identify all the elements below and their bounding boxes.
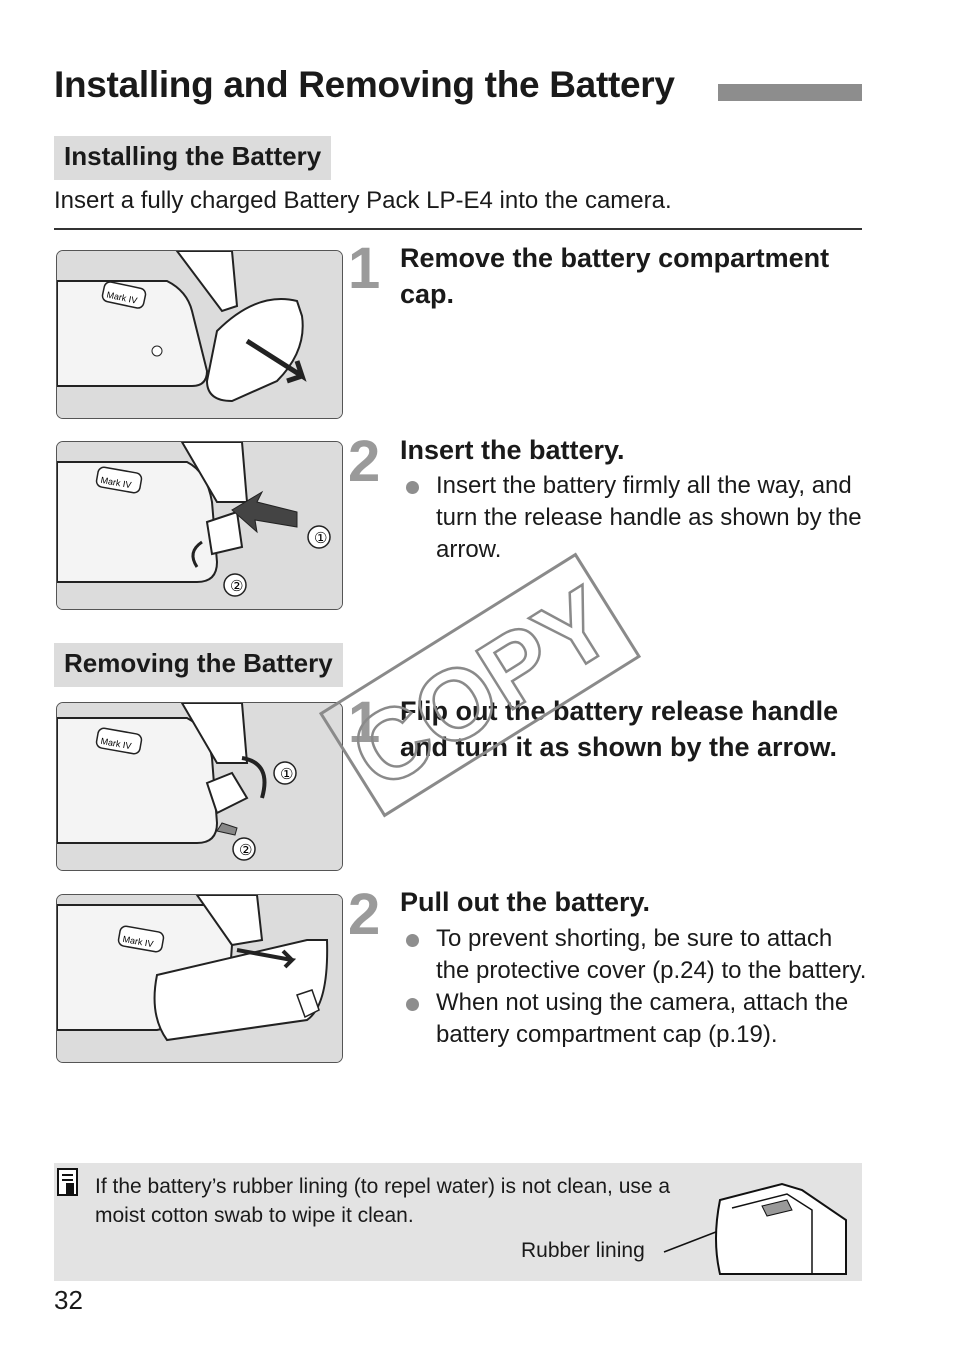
step-number: 1 (348, 690, 381, 755)
section-heading-removing: Removing the Battery (54, 643, 343, 687)
svg-text:COPY: COPY (332, 566, 632, 811)
bullet-list: To prevent shorting, be sure to attach t… (400, 923, 870, 1051)
svg-text:②: ② (239, 841, 252, 859)
figure-flip-handle: Mark IV ① ② (56, 702, 343, 871)
intro-text: Insert a fully charged Battery Pack LP-E… (54, 187, 672, 214)
copy-watermark: COPY (318, 552, 642, 818)
divider (54, 228, 862, 230)
note-text: If the battery’s rubber lining (to repel… (95, 1175, 671, 1227)
figure-remove-cap: Mark IV (56, 250, 343, 419)
step-title: Remove the battery compartment cap. (400, 243, 830, 309)
bullet-icon (406, 481, 419, 494)
svg-text:②: ② (230, 577, 243, 595)
bullet-icon (406, 934, 419, 947)
step-title: Flip out the battery release handle and … (400, 696, 839, 762)
list-item: To prevent shorting, be sure to attach t… (400, 923, 870, 987)
memo-icon (57, 1168, 78, 1196)
step-number: 2 (348, 882, 381, 947)
svg-text:①: ① (280, 765, 293, 783)
list-item: When not using the camera, attach the ba… (400, 987, 870, 1051)
svg-text:①: ① (314, 529, 327, 547)
figure-insert-battery: Mark IV ① ② (56, 441, 343, 610)
section-heading-installing: Installing the Battery (54, 136, 332, 180)
page-title: Installing and Removing the Battery (54, 64, 675, 105)
list-item: Insert the battery firmly all the way, a… (400, 470, 870, 566)
step-title: Insert the battery. (400, 435, 625, 465)
step-number: 1 (348, 236, 381, 301)
rubber-lining-label: Rubber lining (521, 1239, 645, 1262)
step-number: 2 (348, 429, 381, 494)
bullet-list: Insert the battery firmly all the way, a… (400, 470, 870, 566)
bullet-icon (406, 998, 419, 1011)
title-decor-bar (718, 84, 862, 101)
figure-pull-battery: Mark IV (56, 894, 343, 1063)
page-number: 32 (54, 1285, 83, 1315)
rubber-lining-figure (663, 1182, 847, 1275)
step-title: Pull out the battery. (400, 887, 651, 917)
